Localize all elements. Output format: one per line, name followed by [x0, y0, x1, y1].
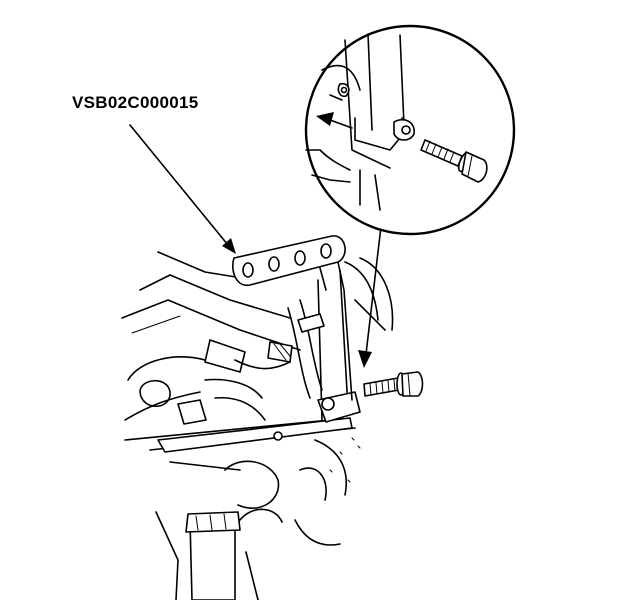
part-number-label: VSB02C000015 [72, 93, 199, 112]
engine-mount-assembly [121, 251, 394, 600]
removal-direction-arrow [316, 112, 353, 129]
detail-magnifier-circle [304, 24, 516, 236]
flange-bolt-detail [420, 139, 488, 183]
detail-pointer-arrow [358, 217, 383, 368]
flange-bolt [363, 371, 424, 397]
part-leader-line [129, 124, 236, 254]
bracket-part [232, 235, 353, 401]
